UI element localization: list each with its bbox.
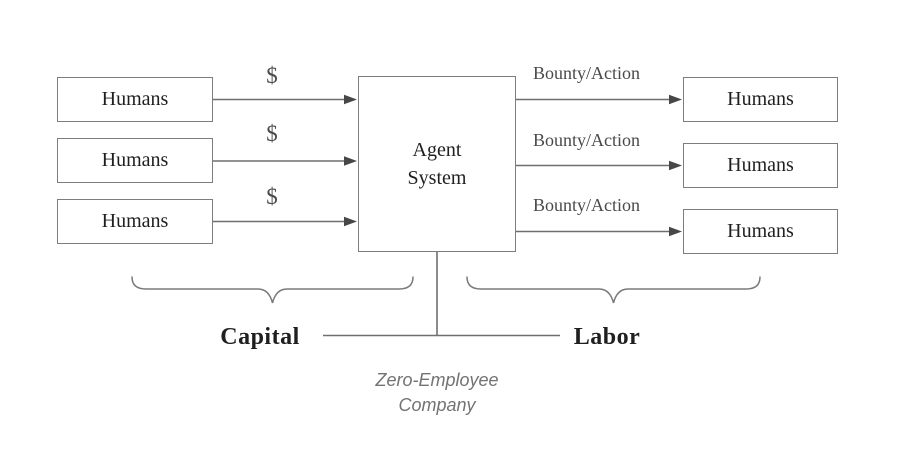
- money-flow-label-2: $: [266, 121, 278, 146]
- money-flow-label-1: $: [266, 63, 278, 88]
- bounty-action-label-2: Bounty/Action: [533, 130, 640, 150]
- diagram-caption-line1: Zero-Employee: [375, 370, 499, 390]
- capital-group-label: Capital: [220, 324, 300, 350]
- labor-arrow-1: [516, 94, 682, 105]
- capital-humans-box-1: Humans: [57, 77, 213, 122]
- agent-system-label-line2: System: [407, 167, 467, 189]
- labor-humans-box-3: Humans: [683, 209, 838, 254]
- capital-arrow-2: [213, 156, 357, 166]
- labor-humans-label-2: Humans: [727, 154, 794, 176]
- labor-arrow-2: [516, 160, 682, 171]
- agent-system-label-line1: Agent: [412, 139, 462, 161]
- agent-system-box: Agent System: [358, 76, 516, 252]
- capital-humans-box-2: Humans: [57, 138, 213, 183]
- capital-arrow-3: [213, 216, 357, 227]
- diagram-caption-line2: Company: [398, 395, 476, 415]
- capital-humans-label-1: Humans: [101, 88, 169, 110]
- capital-humans-label-3: Humans: [101, 210, 169, 232]
- labor-humans-box-1: Humans: [683, 77, 838, 122]
- labor-humans-box-2: Humans: [683, 143, 838, 188]
- capital-brace: [131, 276, 414, 304]
- capital-humans-label-2: Humans: [101, 149, 169, 171]
- labor-humans-label-1: Humans: [727, 88, 794, 110]
- diagram-caption: Zero-Employee Company: [337, 368, 537, 418]
- labor-brace: [466, 276, 761, 304]
- capital-arrow-1: [213, 94, 357, 105]
- labor-arrow-3: [516, 226, 682, 237]
- money-flow-label-3: $: [266, 184, 278, 209]
- labor-humans-label-3: Humans: [727, 220, 794, 242]
- capital-humans-box-3: Humans: [57, 199, 213, 244]
- bounty-action-label-1: Bounty/Action: [533, 63, 640, 83]
- bounty-action-label-3: Bounty/Action: [533, 195, 640, 215]
- labor-group-label: Labor: [573, 324, 641, 350]
- agent-system-label: Agent System: [408, 136, 467, 192]
